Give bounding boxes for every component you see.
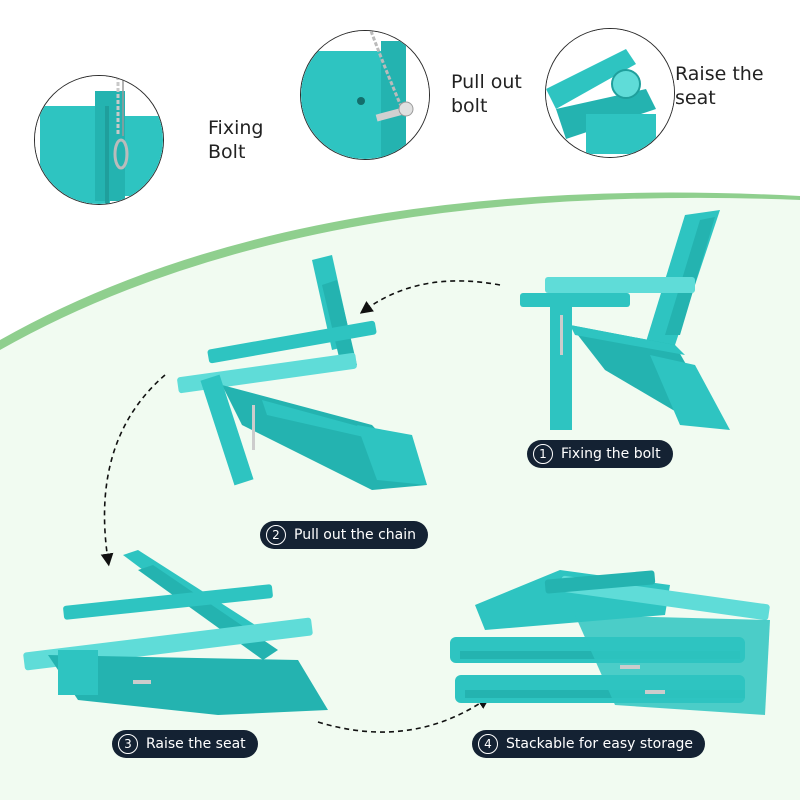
step-text: Stackable for easy storage [506, 736, 694, 752]
step-2-label: 2 Pull out the chain [260, 521, 429, 549]
dashed-arrow-icon [317, 696, 491, 733]
bolt-icon [375, 101, 414, 122]
detail-circle-pull-out-bolt [300, 30, 430, 160]
chair-folding-back [172, 255, 432, 495]
hinge-icon [611, 69, 641, 99]
callout-fixing-bolt: Fixing Bolt [208, 117, 264, 163]
step-text: Raise the seat [146, 736, 246, 752]
dashed-arrow-icon [100, 374, 166, 567]
chain-icon [369, 31, 403, 107]
detail-circle-raise-seat [545, 28, 675, 158]
step-1-label: 1 Fixing the bolt [527, 440, 673, 468]
callout-pull-out-bolt: Pull out bolt [451, 71, 522, 117]
green-curve [0, 192, 800, 350]
step-number: 2 [266, 525, 286, 545]
step-text: Pull out the chain [294, 527, 417, 543]
callout-raise-seat: Raise the seat [675, 63, 764, 109]
detail-circle-fixing-bolt [34, 75, 164, 205]
chain-icon [113, 76, 129, 170]
step-text: Fixing the bolt [561, 446, 661, 462]
chair-stacked [445, 565, 775, 720]
chair-seat-raised [18, 550, 333, 720]
step-number: 3 [118, 734, 138, 754]
step-number: 1 [533, 444, 553, 464]
dashed-arrow-icon [359, 280, 501, 314]
step-3-label: 3 Raise the seat [112, 730, 258, 758]
step-number: 4 [478, 734, 498, 754]
step-4-label: 4 Stackable for easy storage [472, 730, 706, 758]
chair-assembled [515, 205, 740, 435]
